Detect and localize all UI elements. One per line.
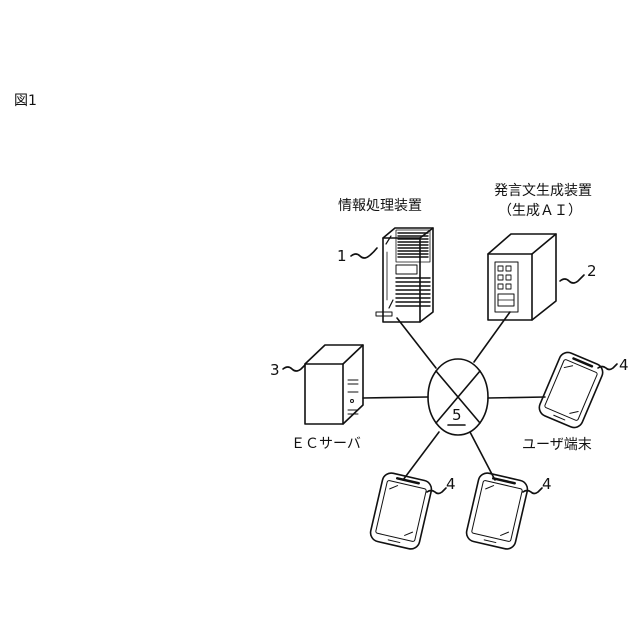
leader-line-4b (427, 488, 446, 494)
ref-numeral-4-left: 4 (446, 476, 456, 492)
ai-server-icon (488, 234, 556, 320)
link-terminal-mid (470, 432, 495, 480)
info-processor-label: 情報処理装置 (338, 198, 422, 214)
ref-numeral-4-middle: 4 (542, 476, 552, 492)
user-terminal-label: ユーザ端末 (522, 437, 592, 453)
connection-lines (363, 312, 545, 480)
link-info-processor (397, 318, 436, 368)
leader-line-4c (523, 488, 542, 494)
ref-numeral-5: 5 (452, 407, 462, 423)
leader-line-2 (560, 275, 584, 283)
leader-line-3 (283, 365, 305, 371)
ref-numeral-1: 1 (337, 248, 347, 264)
ref-numeral-3: 3 (270, 362, 280, 378)
smartphone-icon-left (369, 471, 433, 550)
tower-server-icon (376, 228, 433, 322)
smartphone-icon-right (537, 350, 606, 431)
ref-numeral-2: 2 (587, 263, 597, 279)
figure-label: 図1 (14, 93, 37, 109)
leader-line-4a (598, 364, 617, 370)
leader-line-1 (351, 248, 377, 258)
link-terminal-right (488, 397, 545, 398)
ec-server-label: ＥＣサーバ (291, 436, 361, 452)
link-ec-server (363, 397, 428, 398)
ec-server-icon (305, 345, 363, 424)
ref-numeral-4-right: 4 (619, 357, 629, 373)
link-terminal-left (403, 432, 439, 480)
speech-gen-sublabel: （生成ＡＩ） (498, 203, 582, 219)
speech-gen-label: 発言文生成装置 (494, 183, 592, 199)
smartphone-icon-middle (465, 471, 529, 550)
